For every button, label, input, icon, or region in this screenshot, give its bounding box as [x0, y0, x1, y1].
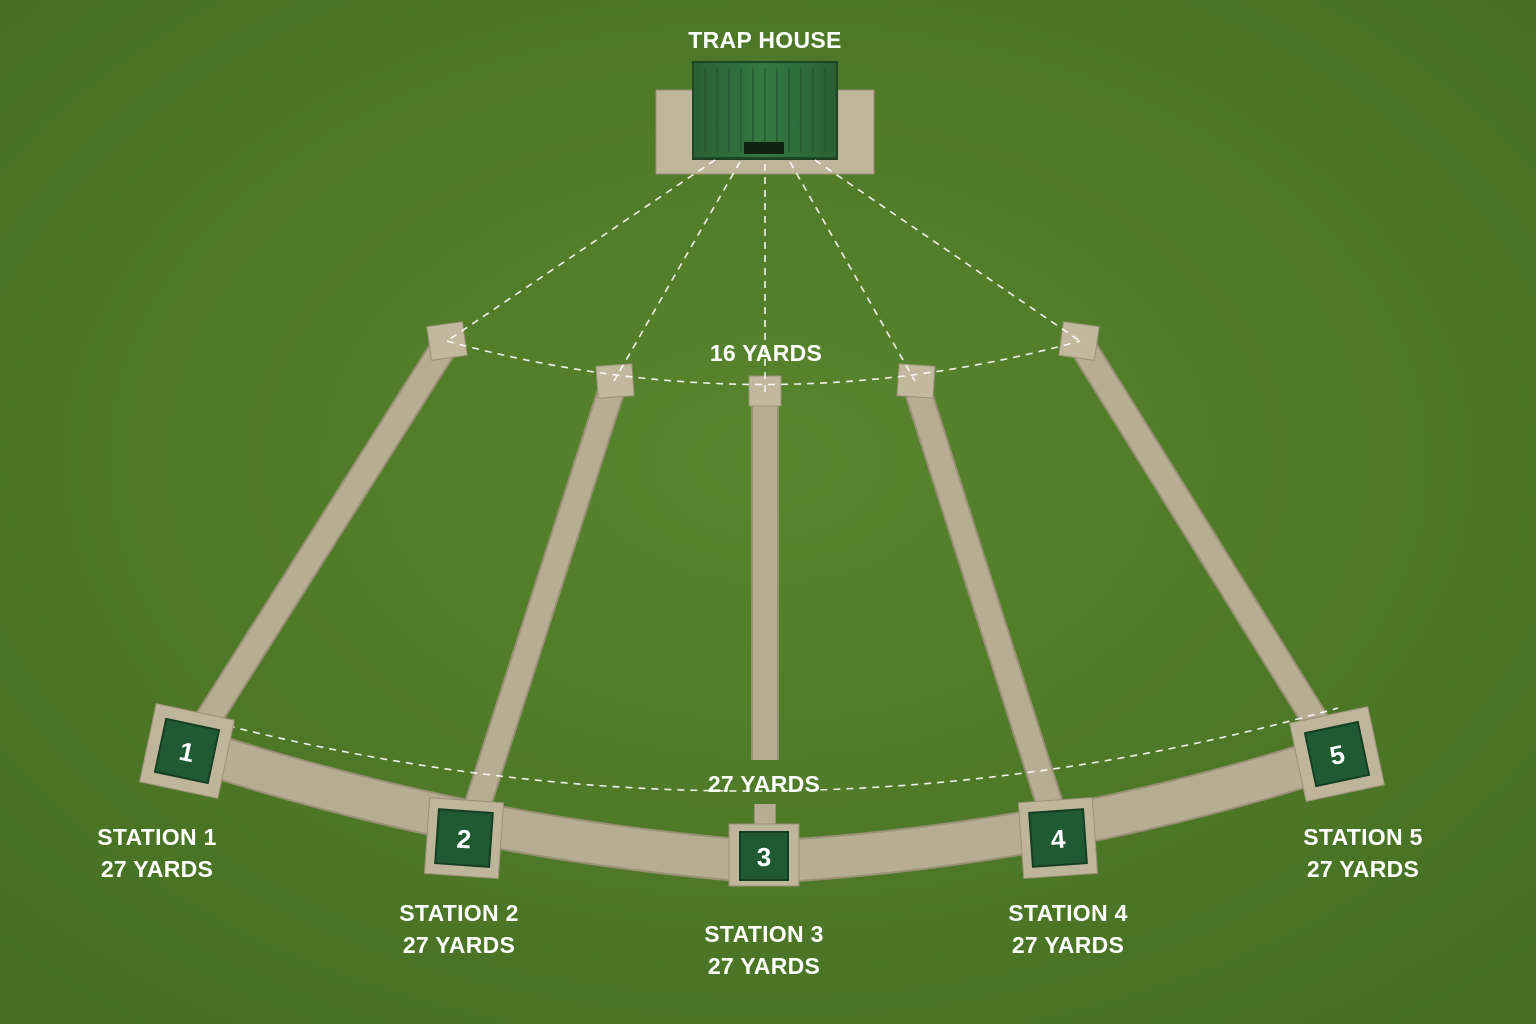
- arc-16-yards: [446, 340, 1081, 386]
- station-3[interactable]: 3: [728, 823, 800, 887]
- station-1[interactable]: 1: [138, 702, 236, 800]
- station-5-plate: [1303, 720, 1371, 788]
- station-lanes: [178, 334, 1347, 843]
- station-5-distance: 27 YARDS: [1307, 856, 1419, 882]
- station-2[interactable]: 2: [423, 797, 505, 880]
- station-4-name: STATION 4: [1008, 900, 1127, 926]
- station-5-name: STATION 5: [1303, 824, 1422, 850]
- station-1-number: 1: [177, 736, 197, 768]
- trap-house-label: TRAP HOUSE: [688, 27, 841, 53]
- station-2-number: 2: [456, 824, 473, 855]
- sight-line-2: [613, 161, 741, 382]
- station-2-distance: 27 YARDS: [403, 932, 515, 958]
- station-1-distance: 27 YARDS: [101, 856, 213, 882]
- station-4-number: 4: [1050, 823, 1067, 854]
- station-3-name: STATION 3: [704, 921, 823, 947]
- sight-lines: [189, 159, 1339, 792]
- trap-house: [655, 61, 875, 175]
- stations: 1 2 3 4 5: [138, 702, 1386, 887]
- arc-27-yards: [189, 707, 1339, 792]
- station-5-number: 5: [1327, 739, 1347, 771]
- station-4-plate: [1028, 808, 1088, 868]
- station-2-name: STATION 2: [399, 900, 518, 926]
- sixteen-yards-label: 16 YARDS: [710, 340, 822, 366]
- station-1-plate: [153, 717, 221, 785]
- station-2-plate: [434, 808, 494, 868]
- sight-line-1: [446, 159, 716, 342]
- station-3-plate: [739, 831, 789, 881]
- sight-line-5: [814, 159, 1081, 342]
- pad-16-4: [896, 363, 936, 399]
- station-1-name: STATION 1: [97, 824, 216, 850]
- pad-16-2: [595, 363, 635, 399]
- trap-house-opening: [744, 142, 784, 154]
- station-4-distance: 27 YARDS: [1012, 932, 1124, 958]
- twenty-seven-yards-label: 27 YARDS: [708, 771, 820, 797]
- station-3-distance: 27 YARDS: [708, 953, 820, 979]
- station-3-number: 3: [757, 842, 771, 872]
- station-5[interactable]: 5: [1288, 705, 1386, 803]
- sight-line-4: [789, 161, 916, 382]
- station-4[interactable]: 4: [1017, 796, 1099, 880]
